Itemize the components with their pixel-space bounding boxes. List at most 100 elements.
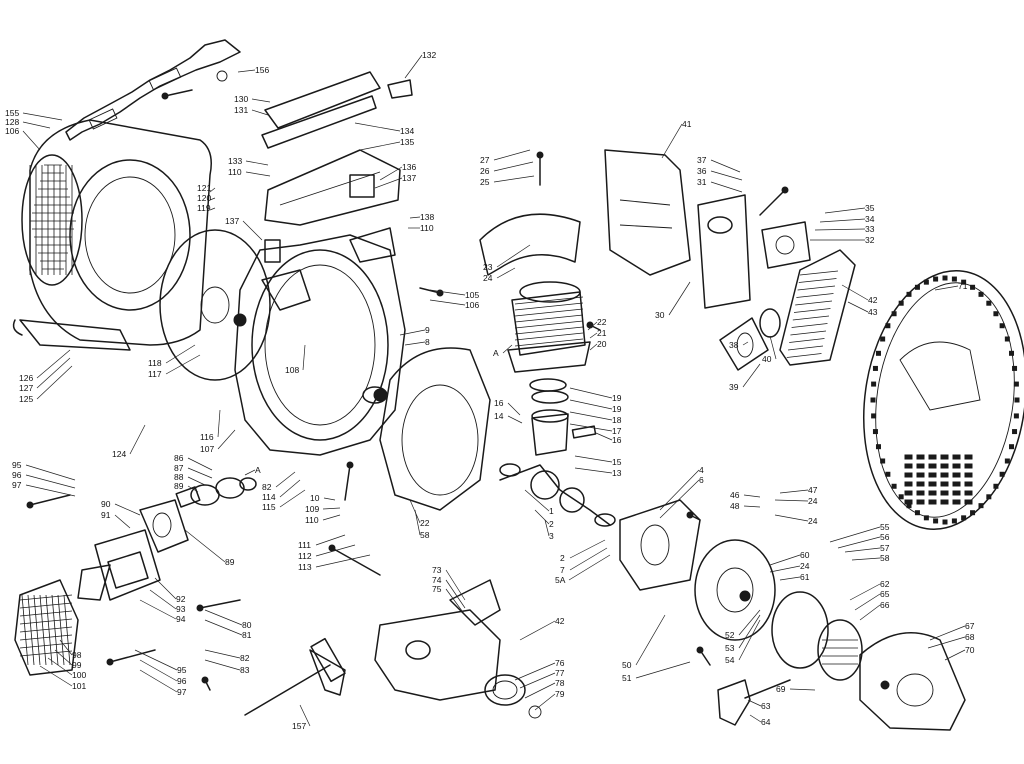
callout-label: 76 — [555, 658, 565, 668]
callout-label: 63 — [761, 701, 771, 711]
callout-label: 24 — [808, 496, 818, 506]
spark-plug-wrench — [244, 637, 346, 716]
leader-line — [299, 704, 311, 727]
screw — [686, 511, 701, 521]
leader-line — [245, 171, 271, 177]
callout-label: 126 — [19, 373, 33, 383]
leader-line — [829, 526, 881, 543]
leader-line — [743, 505, 761, 508]
leader-line — [139, 669, 178, 693]
leader-line — [534, 693, 556, 711]
callout-label: 124 — [112, 449, 126, 459]
callout-label: 42 — [868, 295, 878, 305]
callout-label: A — [255, 465, 261, 475]
screw — [201, 676, 211, 691]
callout-label: 36 — [697, 166, 707, 176]
callout-label: 70 — [965, 645, 975, 655]
leader-line — [315, 554, 371, 568]
leader-line — [154, 577, 177, 600]
callout-label: 132 — [422, 50, 436, 60]
starter-pulley — [771, 591, 863, 681]
fuel-tank — [374, 579, 501, 701]
leader-line — [184, 529, 226, 563]
callout-label: 96 — [12, 470, 22, 480]
blower-housing — [234, 227, 406, 456]
callout-label: 8 — [425, 337, 430, 347]
leader-line — [519, 620, 556, 641]
callout-label: 105 — [465, 290, 479, 300]
leader-line — [323, 497, 336, 501]
callout-label: 25 — [480, 177, 490, 187]
leader-line — [849, 583, 881, 601]
leader-line — [244, 469, 256, 476]
callout-label: 6 — [699, 475, 704, 485]
leader-line — [493, 149, 531, 161]
callout-label: 60 — [800, 550, 810, 560]
leader-line — [837, 536, 881, 549]
callout-label: 24 — [800, 561, 810, 571]
leader-line — [429, 299, 466, 306]
callout-label: 58 — [420, 530, 430, 540]
leader-line — [187, 485, 199, 493]
leader-line — [209, 207, 216, 211]
leader-line — [204, 609, 243, 626]
callout-label: 30 — [655, 310, 665, 320]
leader-line — [854, 593, 881, 611]
callout-label: 79 — [555, 689, 565, 699]
callout-label: 81 — [242, 630, 252, 640]
leader-line — [574, 455, 613, 463]
callout-label: 83 — [240, 665, 250, 675]
leader-line — [114, 503, 141, 516]
callout-label: 32 — [865, 235, 875, 245]
leader-line — [187, 467, 213, 479]
callout-label: 92 — [176, 594, 186, 604]
callout-label: 137 — [225, 216, 239, 226]
leader-line — [493, 175, 535, 183]
leader-line — [209, 187, 216, 193]
leader-line — [710, 159, 741, 173]
callout-label: 26 — [480, 166, 490, 176]
leader-line — [774, 499, 809, 502]
callout-label: A — [493, 348, 499, 358]
callout-label: 47 — [808, 485, 818, 495]
callout-label: 98 — [72, 650, 82, 660]
callout-label: 97 — [12, 480, 22, 490]
callout-label: 4 — [699, 465, 704, 475]
callout-label: 50 — [622, 660, 632, 670]
leader-line — [245, 160, 269, 166]
callout-label: 111 — [298, 540, 311, 550]
ignition-coil-housing — [619, 499, 701, 591]
callout-label: 99 — [72, 660, 82, 670]
callout-label: 69 — [776, 684, 786, 694]
leader-line — [36, 349, 71, 379]
callout-label: 108 — [285, 365, 299, 375]
callout-label: 1 — [549, 506, 554, 516]
leader-line — [36, 357, 71, 389]
callout-label: 46 — [730, 490, 740, 500]
callout-label: 106 — [5, 126, 19, 136]
callout-label: 156 — [255, 65, 269, 75]
air-filter-housing — [77, 529, 161, 601]
leader-line — [769, 554, 801, 566]
leader-line — [569, 539, 606, 559]
callout-label: 38 — [729, 340, 739, 350]
leader-line — [209, 197, 216, 201]
leader-line — [322, 514, 341, 521]
callout-label: 91 — [101, 510, 111, 520]
leader-line — [25, 484, 76, 497]
leader-line — [187, 457, 213, 471]
leader-line — [165, 354, 201, 375]
callout-label: 131 — [234, 105, 248, 115]
callout-label: 115 — [262, 502, 276, 512]
callout-label: 93 — [176, 604, 186, 614]
leader-line — [519, 672, 556, 689]
leader-line — [187, 476, 206, 486]
callout-label: 34 — [865, 214, 875, 224]
leader-line — [445, 588, 466, 616]
leader-line — [204, 659, 241, 671]
callout-label: 16 — [494, 398, 504, 408]
callout-label: 61 — [800, 572, 810, 582]
leader-line — [944, 649, 966, 661]
callout-label: 20 — [597, 339, 607, 349]
carburetor — [139, 486, 201, 553]
